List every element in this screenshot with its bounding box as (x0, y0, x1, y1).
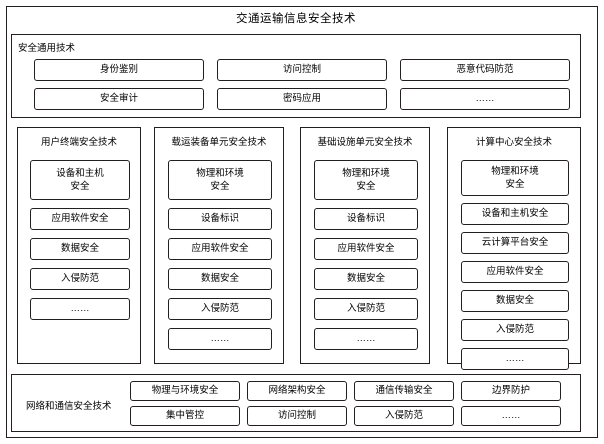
general-item-malicious-code-prevention[interactable]: 恶意代码防范 (400, 59, 570, 81)
transport-equipment-item-physical-environment-security[interactable]: 物理和环境 安全 (168, 160, 272, 200)
section-network-communication-security-label: 网络和通信安全技术 (26, 401, 112, 412)
transport-equipment-item-more[interactable]: …… (168, 328, 272, 350)
general-item-security-audit[interactable]: 安全审计 (34, 88, 204, 110)
section-transport-equipment-security-label: 载运装备单元安全技术 (171, 137, 267, 148)
section-general-security: 安全通用技术 身份鉴别 访问控制 恶意代码防范 安全审计 密码应用 …… (11, 34, 581, 118)
infrastructure-item-physical-environment-security[interactable]: 物理和环境 安全 (314, 160, 418, 200)
network-item-centralized-control[interactable]: 集中管控 (130, 406, 240, 426)
infrastructure-item-more[interactable]: …… (314, 328, 418, 350)
diagram-title: 交通运输信息安全技术 (236, 13, 356, 25)
general-item-identity-authentication[interactable]: 身份鉴别 (34, 59, 204, 81)
computing-center-item-data-security[interactable]: 数据安全 (461, 290, 569, 312)
computing-center-item-physical-environment-security[interactable]: 物理和环境 安全 (461, 160, 569, 196)
user-terminal-item-more[interactable]: …… (30, 298, 130, 320)
network-item-communication-transmission-security[interactable]: 通信传输安全 (354, 381, 454, 401)
network-item-access-control[interactable]: 访问控制 (247, 406, 347, 426)
user-terminal-item-data-security[interactable]: 数据安全 (30, 238, 130, 260)
transport-equipment-item-application-software-security[interactable]: 应用软件安全 (168, 238, 272, 260)
infrastructure-item-data-security[interactable]: 数据安全 (314, 268, 418, 290)
computing-center-item-intrusion-prevention[interactable]: 入侵防范 (461, 319, 569, 341)
transport-equipment-item-data-security[interactable]: 数据安全 (168, 268, 272, 290)
section-network-communication-security: 网络和通信安全技术 物理与环境安全 网络架构安全 通信传输安全 边界防护 集中管… (11, 374, 581, 432)
network-item-intrusion-prevention[interactable]: 入侵防范 (354, 406, 454, 426)
section-general-security-label: 安全通用技术 (18, 43, 76, 54)
user-terminal-item-intrusion-prevention[interactable]: 入侵防范 (30, 268, 130, 290)
transport-equipment-item-intrusion-prevention[interactable]: 入侵防范 (168, 298, 272, 320)
computing-center-item-cloud-platform-security[interactable]: 云计算平台安全 (461, 232, 569, 254)
section-infrastructure-security-label: 基础设施单元安全技术 (317, 137, 413, 148)
section-transport-equipment-security: 载运装备单元安全技术 物理和环境 安全 设备标识 应用软件安全 数据安全 入侵防… (154, 127, 284, 364)
computing-center-item-device-host-security[interactable]: 设备和主机安全 (461, 203, 569, 225)
section-user-terminal-security: 用户终端安全技术 设备和主机 安全 应用软件安全 数据安全 入侵防范 …… (17, 127, 141, 364)
infrastructure-item-device-identification[interactable]: 设备标识 (314, 208, 418, 230)
network-item-more[interactable]: …… (461, 406, 561, 426)
computing-center-item-application-software-security[interactable]: 应用软件安全 (461, 261, 569, 283)
network-item-network-architecture-security[interactable]: 网络架构安全 (247, 381, 347, 401)
section-infrastructure-security: 基础设施单元安全技术 物理和环境 安全 设备标识 应用软件安全 数据安全 入侵防… (300, 127, 430, 364)
infrastructure-item-application-software-security[interactable]: 应用软件安全 (314, 238, 418, 260)
general-item-cryptography-application[interactable]: 密码应用 (217, 88, 387, 110)
computing-center-item-more[interactable]: …… (461, 348, 569, 370)
section-computing-center-security-label: 计算中心安全技术 (475, 137, 552, 148)
network-item-boundary-protection[interactable]: 边界防护 (461, 381, 561, 401)
user-terminal-item-application-software-security[interactable]: 应用软件安全 (30, 208, 130, 230)
user-terminal-item-device-host-security[interactable]: 设备和主机 安全 (30, 160, 130, 200)
general-item-more[interactable]: …… (400, 88, 570, 110)
network-item-physical-environment-security[interactable]: 物理与环境安全 (130, 381, 240, 401)
section-user-terminal-security-label: 用户终端安全技术 (40, 137, 117, 148)
infrastructure-item-intrusion-prevention[interactable]: 入侵防范 (314, 298, 418, 320)
section-computing-center-security: 计算中心安全技术 物理和环境 安全 设备和主机安全 云计算平台安全 应用软件安全… (447, 127, 581, 370)
transport-equipment-item-device-identification[interactable]: 设备标识 (168, 208, 272, 230)
general-item-access-control[interactable]: 访问控制 (217, 59, 387, 81)
